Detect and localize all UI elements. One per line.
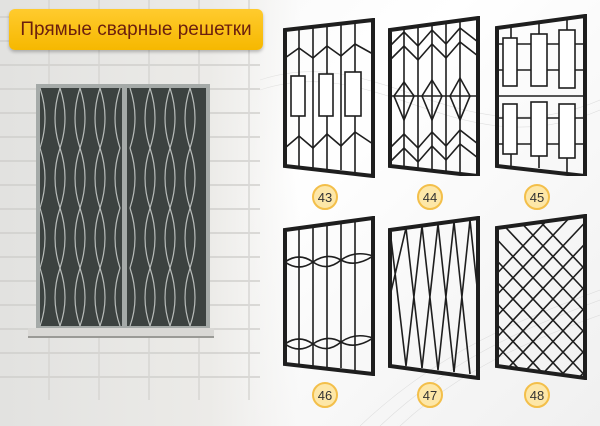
item-number-badge: 46 [312,382,338,408]
grille-43-drawing [283,18,375,178]
item-number-badge: 48 [524,382,550,408]
grille-item-48[interactable] [493,214,589,380]
window-photo [0,0,300,426]
page-title: Прямые сварные решетки [9,9,263,50]
item-number-badge: 44 [417,184,443,210]
grille-46-drawing [283,216,375,376]
item-number-badge: 43 [312,184,338,210]
grille-44-drawing [388,16,480,176]
grille-45-drawing [495,14,587,176]
grille-item-46[interactable] [281,216,377,376]
item-number-badge: 47 [417,382,443,408]
grille-item-47[interactable] [386,216,482,380]
window-sill [28,328,214,338]
item-number-badge: 45 [524,184,550,210]
grille-47-drawing [388,216,480,380]
grille-item-43[interactable] [281,18,377,178]
grille-item-44[interactable] [386,16,482,176]
window-mullion [122,88,127,326]
window-with-grille [36,84,210,330]
grille-item-45[interactable] [493,14,589,176]
grille-48-drawing [495,214,587,380]
